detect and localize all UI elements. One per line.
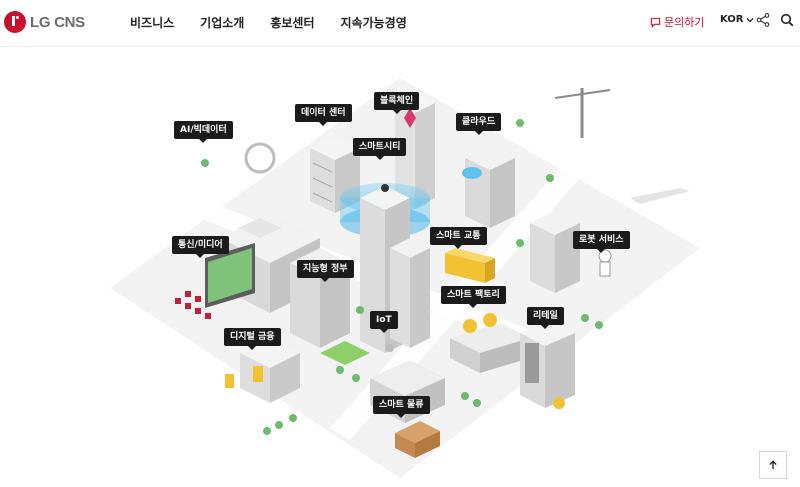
- construction-crane: [554, 88, 611, 138]
- label-smart-logistics[interactable]: 스마트 물류: [373, 396, 430, 414]
- arrow-up-icon: [769, 460, 777, 469]
- label-digital-finance[interactable]: 디지털 금융: [224, 328, 281, 346]
- retail-store[interactable]: [520, 320, 575, 409]
- airplane: [630, 188, 690, 204]
- lg-cns-logo[interactable]: LG CNS: [4, 11, 85, 33]
- label-robot-service[interactable]: 로봇 서비스: [573, 231, 630, 249]
- label-blockchain[interactable]: 블록체인: [374, 92, 420, 110]
- label-cloud[interactable]: 클라우드: [456, 113, 502, 131]
- search-icon[interactable]: [780, 13, 794, 27]
- nav-business[interactable]: 비즈니스: [130, 16, 175, 30]
- label-smart-factory[interactable]: 스마트 팩토리: [441, 286, 506, 304]
- inquiry-link[interactable]: 문의하기: [650, 14, 704, 30]
- smart-factory[interactable]: [450, 313, 530, 373]
- label-smart-transport[interactable]: 스마트 교통: [430, 227, 487, 245]
- lg-logo-icon: [4, 11, 26, 33]
- media-screen[interactable]: [175, 243, 255, 319]
- chevron-down-icon: [746, 17, 753, 22]
- smart-bus[interactable]: [445, 248, 495, 283]
- label-retail[interactable]: 리테일: [527, 307, 564, 325]
- chat-icon: [650, 17, 661, 28]
- cloud-building[interactable]: [462, 146, 515, 228]
- nav-sustainability[interactable]: 지속가능경영: [340, 16, 407, 30]
- label-smart-gov[interactable]: 지능형 정부: [297, 260, 354, 278]
- main-nav: 비즈니스 기업소개 홍보센터 지속가능경영: [130, 14, 407, 31]
- nav-company[interactable]: 기업소개: [200, 16, 245, 30]
- bank-building[interactable]: [225, 338, 300, 403]
- language-selector[interactable]: KOR: [720, 14, 754, 25]
- logo-text: LG CNS: [30, 13, 85, 31]
- label-telecom-media[interactable]: 통신/미디어: [172, 236, 229, 254]
- trees: [201, 119, 603, 435]
- isometric-city-illustration: [110, 78, 700, 478]
- language-label: KOR: [720, 14, 744, 25]
- share-icon[interactable]: [756, 13, 770, 27]
- label-iot[interactable]: IoT: [370, 311, 398, 329]
- scroll-top-button[interactable]: [759, 451, 787, 479]
- label-smartcity[interactable]: 스마트시티: [353, 138, 407, 156]
- business-city-map: AI/빅데이터 데이터 센터 블록체인 스마트시티 클라우드 통신/미디어 스마…: [0, 48, 800, 487]
- office-tower: [390, 238, 430, 348]
- iot-park[interactable]: [320, 341, 394, 365]
- nav-pr-center[interactable]: 홍보센터: [270, 16, 315, 30]
- datacenter-building[interactable]: [310, 136, 360, 213]
- label-ai-bigdata[interactable]: AI/빅데이터: [174, 121, 233, 139]
- inquiry-label: 문의하기: [664, 16, 705, 29]
- label-datacenter[interactable]: 데이터 센터: [295, 104, 352, 122]
- site-header: LG CNS 비즈니스 기업소개 홍보센터 지속가능경영 문의하기 KOR: [0, 0, 800, 47]
